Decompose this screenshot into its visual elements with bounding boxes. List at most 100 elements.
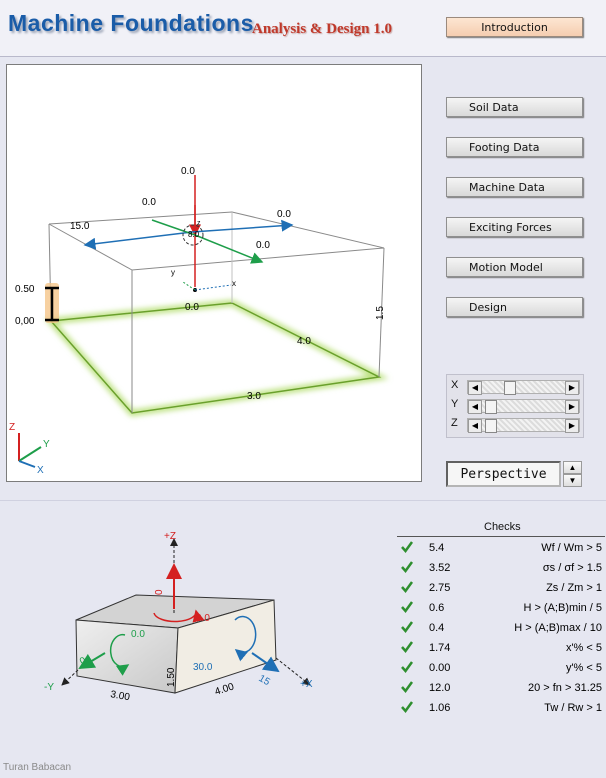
model-viewport[interactable]: 0.50 0,00 0.0 15.0 0.0 0.0 0.0 8.0 z x y… xyxy=(6,64,422,482)
spin-up-icon[interactable]: ▲ xyxy=(563,461,582,474)
check-criterion: H > (A;B)max / 10 xyxy=(514,622,602,634)
y-axis-line xyxy=(61,669,79,686)
triad-y-label: Y xyxy=(43,439,50,450)
x-force-value: 15.0 xyxy=(70,221,90,232)
top-moment-value: 0.0 xyxy=(196,613,210,624)
footing-base-outline xyxy=(44,299,389,417)
check-value: 0.6 xyxy=(429,602,445,614)
check-value: 3.52 xyxy=(429,562,451,574)
left-moment-value: 0.0 xyxy=(131,629,145,640)
triad-z-label: Z xyxy=(9,422,15,433)
check-criterion: Zs / Zm > 1 xyxy=(546,582,602,594)
scrollbar-z[interactable]: ◀ ▶ xyxy=(467,418,580,433)
motion-model-button[interactable]: Motion Model xyxy=(446,257,583,277)
y-force-arrow xyxy=(78,652,106,670)
scroll-left-icon[interactable]: ◀ xyxy=(468,419,482,433)
check-value: 12.0 xyxy=(429,682,451,694)
vertical-force-value: 0.0 xyxy=(181,166,195,177)
check-value: 2.75 xyxy=(429,582,451,594)
scroll-right-icon[interactable]: ▶ xyxy=(565,419,579,433)
check-row: 2.75 Zs / Zm > 1 xyxy=(397,579,605,599)
triad-x-label: X xyxy=(37,465,44,476)
check-mark-icon xyxy=(401,641,414,654)
y-force-value: 0.0 xyxy=(256,240,270,251)
scrollbar-y[interactable]: ◀ ▶ xyxy=(467,399,580,414)
projection-spinner[interactable]: ▲ ▼ xyxy=(563,461,582,487)
scrollbar-y-label: Y xyxy=(451,398,459,410)
scrollbar-z-label: Z xyxy=(451,417,458,429)
footing-block-diagram: +Z 0 0.0 +X 15 30.0 -Y 0 0.0 3.00 4.00 1… xyxy=(44,531,313,703)
scrollbar-x-thumb[interactable] xyxy=(503,381,516,395)
height-top-label: 0.50 xyxy=(15,284,35,295)
y-force-value: 0 xyxy=(78,655,89,668)
rotation-scrollbars: X ◀ ▶ Y ◀ ▶ Z ◀ ▶ xyxy=(446,374,584,438)
exciting-forces-button[interactable]: Exciting Forces xyxy=(446,217,583,237)
scrollbar-x-row: X ◀ ▶ xyxy=(447,378,583,396)
rotation-centre-icon xyxy=(182,224,204,246)
check-row: 0.00 y'% < 5 xyxy=(397,659,605,679)
y-axis-label: -Y xyxy=(44,682,54,693)
x-axis-label: +X xyxy=(300,679,313,690)
check-value: 0.00 xyxy=(429,662,451,674)
check-mark-icon xyxy=(401,601,414,614)
app-title: Machine Foundations xyxy=(8,10,254,36)
section-divider xyxy=(0,500,606,501)
checks-title: Checks xyxy=(484,521,521,533)
app-subtitle: Analysis & Design 1.0 xyxy=(252,21,393,37)
scroll-left-icon[interactable]: ◀ xyxy=(468,400,482,414)
footing-block xyxy=(75,594,277,694)
centre-axis-z: z xyxy=(197,220,201,227)
depth-dimension-label: 1.5 xyxy=(375,306,386,320)
width-dimension-label: 4.0 xyxy=(297,336,311,347)
scroll-left-icon[interactable]: ◀ xyxy=(468,381,482,395)
check-criterion: Tw / Rw > 1 xyxy=(544,702,602,714)
vertical-force-value: 0 xyxy=(154,589,165,595)
centre-small-label: 8.0 xyxy=(188,230,200,239)
footing-data-button[interactable]: Footing Data xyxy=(446,137,583,157)
global-axis-triad xyxy=(18,433,42,468)
check-criterion: 20 > fn > 31.25 xyxy=(527,682,602,694)
scrollbar-z-thumb[interactable] xyxy=(484,419,497,433)
local-axis-y: y xyxy=(171,268,175,277)
local-axis-x: x xyxy=(232,279,236,288)
spin-down-icon[interactable]: ▼ xyxy=(563,474,582,487)
y-moment-value: 0.0 xyxy=(142,197,156,208)
machine-data-button[interactable]: Machine Data xyxy=(446,177,583,197)
scrollbar-z-row: Z ◀ ▶ xyxy=(447,416,583,434)
check-mark-icon xyxy=(401,561,414,574)
right-moment-value: 30.0 xyxy=(193,662,213,673)
height-bottom-label: 0,00 xyxy=(15,316,35,327)
z-axis-label: +Z xyxy=(164,531,176,542)
check-criterion: y'% < 5 xyxy=(565,662,602,674)
check-mark-icon xyxy=(401,701,414,714)
top-moment-icon xyxy=(153,609,205,623)
local-axes xyxy=(182,281,232,292)
projection-field[interactable]: Perspective xyxy=(446,461,561,487)
scroll-right-icon[interactable]: ▶ xyxy=(565,400,579,414)
check-criterion: σs / σf > 1.5 xyxy=(542,562,602,574)
author-label: Turan Babacan xyxy=(3,762,72,773)
scrollbar-y-thumb[interactable] xyxy=(484,400,497,414)
design-button[interactable]: Design xyxy=(446,297,583,317)
check-row: 3.52 σs / σf > 1.5 xyxy=(397,559,605,579)
check-value: 5.4 xyxy=(429,542,445,554)
scrollbar-x[interactable]: ◀ ▶ xyxy=(467,380,580,395)
width-dimension: 4.00 xyxy=(214,681,236,698)
check-criterion: H > (A;B)min / 5 xyxy=(523,602,602,614)
centre-value: 0.0 xyxy=(185,302,199,313)
introduction-button[interactable]: Introduction xyxy=(446,17,583,37)
height-dimension: 1.50 xyxy=(166,667,177,687)
check-mark-icon xyxy=(401,581,414,594)
y-force-arrow xyxy=(194,234,264,264)
scroll-right-icon[interactable]: ▶ xyxy=(565,381,579,395)
check-mark-icon xyxy=(401,681,414,694)
length-dimension: 3.00 xyxy=(109,689,131,703)
soil-data-button[interactable]: Soil Data xyxy=(446,97,583,117)
x-force-arrow xyxy=(251,652,280,673)
check-mark-icon xyxy=(401,541,414,554)
scrollbar-x-label: X xyxy=(451,379,459,391)
